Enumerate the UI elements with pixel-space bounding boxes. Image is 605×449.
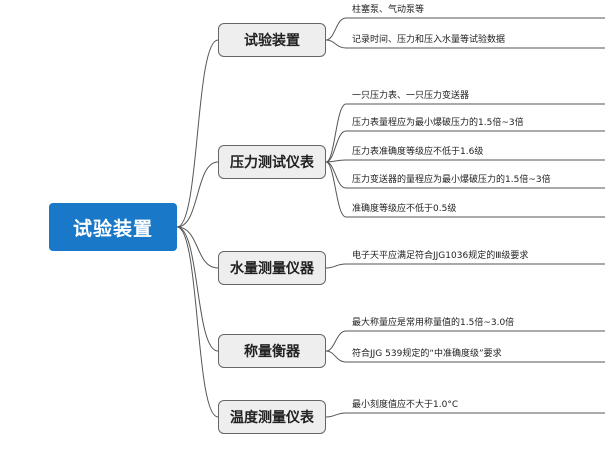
branch-node-test-device[interactable]: 试验装置 xyxy=(218,23,326,57)
leaf-text: 符合JJG 539规定的“中准确度级”要求 xyxy=(352,349,502,359)
leaf-text: 压力表准确度等级应不低于1.6级 xyxy=(352,147,484,157)
branch-node-temperature-instruments[interactable]: 温度测量仪表 xyxy=(218,400,326,434)
root-node[interactable]: 试验装置 xyxy=(49,203,177,251)
leaf-text: 柱塞泵、气动泵等 xyxy=(352,5,425,15)
branch-node-weighing-scale[interactable]: 称量衡器 xyxy=(218,334,326,368)
leaf-text: 一只压力表、一只压力变送器 xyxy=(352,91,470,101)
branch-node-water-measuring[interactable]: 水量测量仪器 xyxy=(218,251,326,285)
leaf-text: 压力变送器的量程应为最小爆破压力的1.5倍~3倍 xyxy=(352,175,551,185)
leaf-text: 最大称量应是常用称量值的1.5倍~3.0倍 xyxy=(352,318,515,328)
leaf-text: 压力表量程应为最小爆破压力的1.5倍~3倍 xyxy=(352,118,524,128)
leaf-text: 记录时间、压力和压入水量等试验数据 xyxy=(352,35,506,45)
branch-node-pressure-instruments[interactable]: 压力测试仪表 xyxy=(218,145,326,179)
leaf-text: 最小刻度值应不大于1.0°C xyxy=(352,400,459,410)
leaf-text: 准确度等级应不低于0.5级 xyxy=(352,204,457,214)
leaf-text: 电子天平应满足符合JJG1036规定的Ⅲ级要求 xyxy=(352,251,529,261)
